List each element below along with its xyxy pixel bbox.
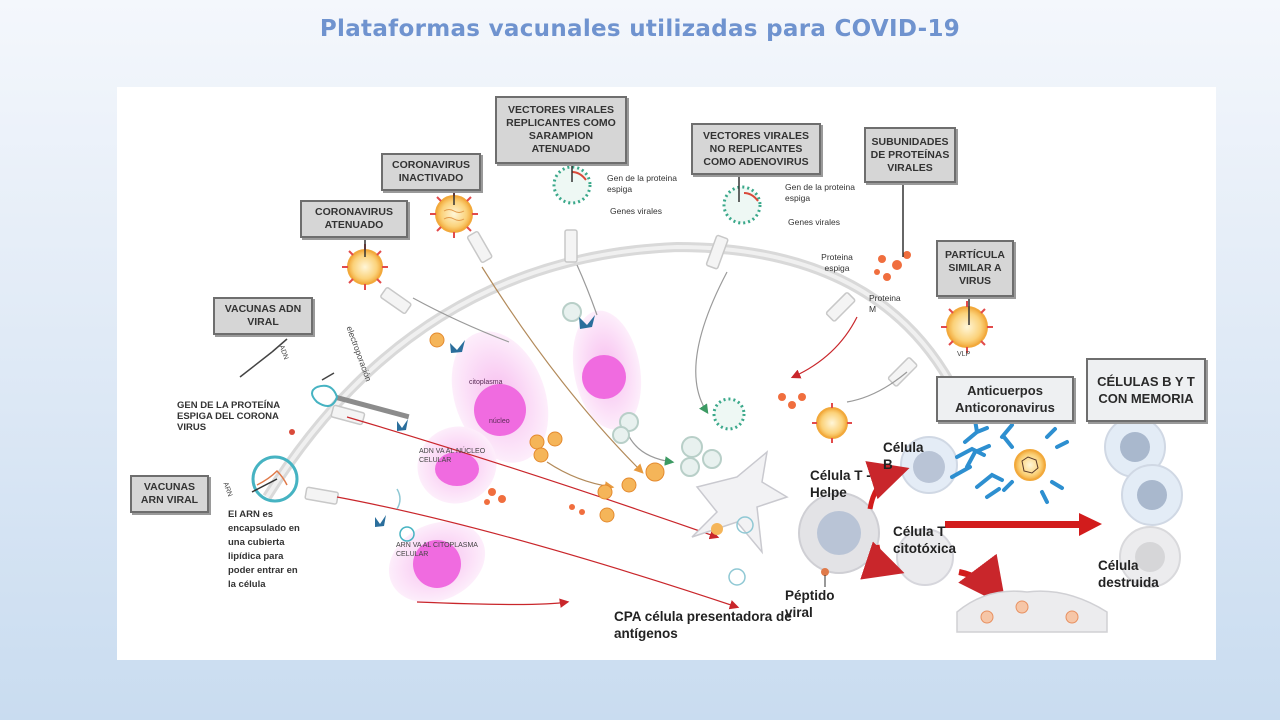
path-arrow	[846, 371, 908, 403]
label-vlp: VLP	[957, 351, 971, 358]
cell-nucleus-3	[435, 452, 479, 486]
label-anticuerpos: Anticuerpos Anticoronavirus	[936, 376, 1074, 422]
label-gen-proteina-espiga-1: Gen de la proteina espiga	[607, 173, 677, 194]
page-title: Plataformas vacunales utilizadas para CO…	[319, 16, 961, 42]
coronavirus-icons	[342, 190, 1046, 523]
viral-vector-icons	[552, 165, 762, 431]
label-peptido-viral: Péptido viral	[785, 588, 835, 620]
path-arrow	[790, 316, 858, 379]
label-vectores-no-replicantes: VECTORES VIRALES NO REPLICANTES COMO ADE…	[691, 123, 821, 175]
diagram-artwork	[239, 165, 1183, 633]
label-particula-similar: PARTÍCULA SIMILAR A VIRUS	[936, 240, 1014, 297]
label-citoplasma: citoplasma	[469, 379, 503, 386]
path-arrow	[695, 271, 728, 414]
label-vacunas-arn: VACUNAS ARN VIRAL	[130, 475, 209, 513]
label-celula-b: Célula B	[883, 440, 924, 472]
path-arrow	[626, 431, 675, 466]
label-vacunas-adn: VACUNAS ADN VIRAL	[213, 297, 313, 335]
label-celula-destruida: Célula destruida	[1098, 558, 1159, 590]
path-arrow	[346, 416, 720, 540]
path-arrow	[336, 496, 740, 610]
label-coronavirus-atenuado: CORONAVIRUS ATENUADO	[300, 200, 408, 238]
label-celula-t-citotoxica: Célula T citotóxica	[893, 524, 957, 556]
path-arrow	[412, 297, 510, 343]
memory-cells	[1104, 416, 1183, 588]
cell-nucleus-2	[582, 355, 626, 399]
antibody-icons	[950, 418, 1069, 504]
syringe-icons	[304, 229, 918, 505]
label-coronavirus-inactivado: CORONAVIRUS INACTIVADO	[381, 153, 481, 191]
label-vectores-replicantes: VECTORES VIRALES REPLICANTES COMO SARAMP…	[495, 96, 627, 164]
label-gen-proteina-corona: GEN DE LA PROTEÍNA ESPIGA DEL CORONA VIR…	[177, 400, 280, 433]
receptor-icons	[375, 315, 595, 527]
path-arrow	[546, 461, 615, 491]
label-cpa: CPA célula presentadora de antígenos	[614, 609, 792, 641]
label-celulas-memoria: CÉLULAS B Y T CON MEMORIA	[1086, 358, 1206, 422]
dna-plasmid	[311, 384, 339, 407]
label-arn-va-citoplasma: ARN VA AL CITOPLASMA CELULAR	[396, 542, 478, 558]
label-subunidades: SUBUNIDADES DE PROTEÍNAS VIRALES	[864, 127, 956, 183]
label-genes-virales-1: Genes virales	[610, 206, 662, 216]
destroyed-cell	[956, 590, 1108, 633]
label-proteina-espiga: Proteina espiga	[821, 252, 853, 273]
label-adn-va-nucleo: ADN VA AL NÚCLEO CELULAR	[419, 448, 486, 464]
path-arrow	[576, 264, 598, 316]
label-gen-proteina-espiga-2: Gen de la proteina espiga	[785, 182, 855, 203]
label-genes-virales-2: Genes virales	[788, 217, 840, 227]
path-arrow	[481, 266, 644, 474]
cell-nucleus-1	[474, 384, 526, 436]
label-nucleo: núcleo	[489, 418, 510, 425]
label-celula-t-helper: Célula T -Helpe	[810, 468, 871, 500]
label-arn-encapsulado: El ARN es encapsulado en una cubierta li…	[228, 509, 300, 590]
protein-fragment-icons	[289, 251, 911, 515]
diagram-panel: VECTORES VIRALES REPLICANTES COMO SARAMP…	[117, 87, 1216, 660]
cell-nucleus-4	[413, 540, 461, 588]
label-proteina-m: Proteina M	[869, 293, 901, 314]
path-arrow	[416, 598, 570, 608]
rna-capsule	[251, 455, 299, 503]
electroporation-device	[335, 395, 410, 420]
